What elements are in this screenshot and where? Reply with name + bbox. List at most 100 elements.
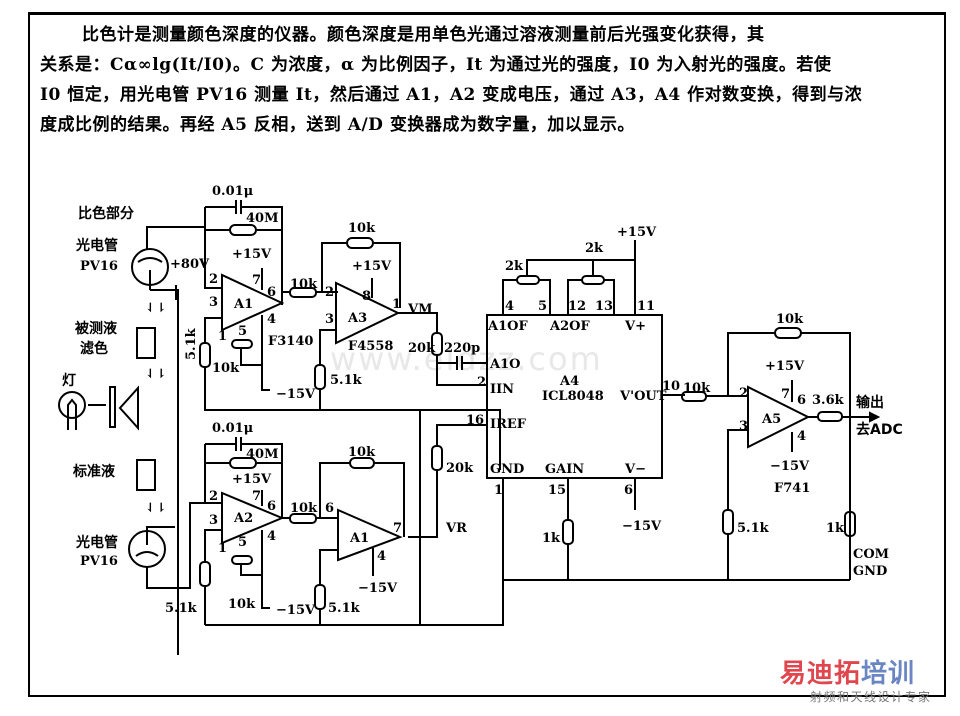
phototube-top-label: 光电管 (75, 237, 118, 254)
gnd-label: GND (853, 564, 887, 579)
vr-label: VR (445, 521, 467, 536)
pot-2k-a1of-icon (516, 275, 540, 285)
filter-label: 滤色 (80, 340, 108, 357)
pin-label: 3 (209, 295, 218, 310)
resistor-20k-iref-icon (431, 445, 443, 471)
pin-number: 4 (505, 299, 514, 314)
phototube-top-model: PV16 (80, 259, 118, 274)
vplus-a2-label: +15V (232, 472, 272, 487)
wire (567, 279, 582, 315)
pin-number: 5 (538, 299, 547, 314)
wire (408, 470, 438, 538)
wire (727, 332, 775, 396)
pin-label: 8 (362, 289, 371, 304)
wire (241, 206, 283, 230)
wire (204, 529, 222, 562)
ic-name: A4 (559, 374, 579, 389)
wire (150, 289, 179, 655)
opamp-a1-top-label: A1 (233, 297, 253, 312)
vminus-a2-label: −15V (276, 603, 316, 618)
vminus-top-a1-label: −15V (276, 387, 316, 402)
ic-model: ICL8048 (542, 389, 604, 404)
res-20k-vm-label: 20k (408, 341, 436, 356)
wire (241, 443, 283, 463)
resistor-5k1-bottom-icon (199, 561, 211, 587)
supply-80v-label: +80V (170, 257, 210, 272)
phototube-bottom-label: 光电管 (75, 534, 118, 551)
ic-pin-a1of: A1OF (487, 319, 528, 334)
pin-label: 6 (267, 285, 276, 300)
res-40m-bottom-label: 40M (246, 447, 278, 462)
lamp-icon (58, 391, 86, 430)
description-line: I0 恒定，用光电管 PV16 测量 It，然后通过 A1，A2 变成电压，通过… (40, 85, 863, 105)
resistor-3k6-icon (817, 411, 843, 422)
ic-pin-iin: IIN (490, 382, 514, 397)
pin-label: 7 (393, 521, 402, 536)
wire (146, 226, 205, 249)
a5-model-label: F741 (774, 481, 810, 496)
wire (261, 315, 270, 391)
res-load-label: 1k (826, 521, 845, 536)
phototube-top-icon (131, 248, 169, 290)
wire (436, 355, 488, 386)
resistor-40m-top-icon (229, 224, 257, 236)
opamp-a5-label: A5 (761, 412, 781, 427)
site-watermark: www.eldzz.com (330, 340, 603, 378)
pin-label: 4 (797, 429, 806, 444)
wire (604, 279, 615, 315)
wire (727, 429, 748, 510)
ic-pin-a1o: A1O (489, 357, 520, 372)
pin-label: 3 (739, 419, 748, 434)
wire (261, 530, 270, 609)
wire (539, 279, 551, 315)
ic-pin-gain: GAIN (545, 462, 584, 477)
res-gnd-a3-label: 5.1k (330, 373, 363, 388)
resistor-10k-a5-fb-icon (774, 327, 802, 339)
reference-cuvette-icon (136, 459, 156, 491)
pin-number: 2 (477, 375, 486, 390)
pin-label: 4 (267, 312, 276, 327)
pin-label: 2 (209, 489, 218, 504)
pin-label: 3 (325, 312, 334, 327)
cap-bottom-label: 0.01μ (212, 421, 254, 436)
pin-number: 6 (624, 483, 633, 498)
brand-watermark: 易迪拓培训 射频和天线设计专家 (780, 660, 932, 705)
pin-label: 6 (797, 393, 806, 408)
res-5k1-bottom-label: 5.1k (165, 601, 198, 616)
pin-number: 13 (595, 299, 613, 314)
vplus-a5-label: +15V (765, 359, 805, 374)
pin-number: 1 (494, 483, 503, 498)
wire (319, 549, 338, 585)
pin-label: 1 (218, 329, 227, 344)
resistor-5k1-bottom2-icon (314, 584, 326, 610)
trim-pot-bottom-icon (231, 555, 253, 565)
vminus-bottom-label: −15V (358, 581, 398, 596)
cap-top-label: 0.01μ (212, 184, 254, 199)
light-arrow-icon: ⇃⇂ (145, 367, 167, 382)
prism-icon (118, 385, 139, 431)
res-5k1-top-label: 5.1k (184, 327, 199, 360)
res-20k-iref-label: 20k (446, 461, 474, 476)
wire (321, 242, 347, 292)
description-paragraph: 比色计是测量颜色深度的仪器。颜色深度是用单色光通过溶液测量前后光强变化获得，其 … (40, 20, 920, 140)
opamp-a5-icon (747, 385, 811, 449)
gain-res-label: 1k (542, 531, 561, 546)
resistor-1k-load-icon (844, 511, 856, 537)
phototube-bottom-icon (128, 530, 166, 568)
res-fb-a3-label: 10k (348, 221, 376, 236)
resistor-10k-a3-fb-icon (346, 237, 374, 249)
pin-label: 2 (209, 272, 218, 287)
vminus-a5-label: −15V (770, 459, 810, 474)
resistor-5k1-a5-icon (722, 509, 734, 535)
opamp-a3-label: A3 (347, 311, 367, 326)
lamp-label: 灯 (62, 372, 76, 389)
brand-tagline: 射频和天线设计专家 (810, 690, 932, 704)
pin-number: 10 (662, 379, 680, 394)
wire (204, 444, 222, 504)
wire (373, 242, 401, 308)
opamp-bottom-label: A1 (349, 531, 369, 546)
resistor-1k-gain-icon (562, 519, 574, 545)
brand-blue: 培训 (861, 659, 916, 689)
wire (502, 279, 517, 315)
